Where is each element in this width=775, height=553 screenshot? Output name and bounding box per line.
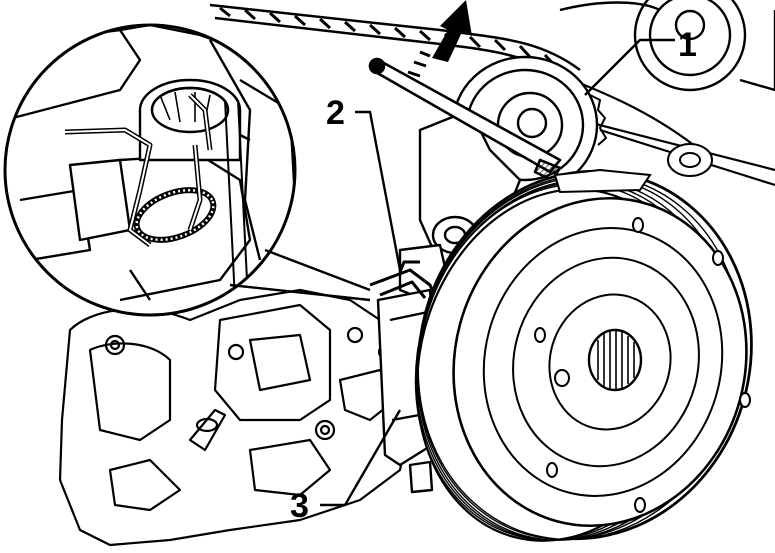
pulley-top-detail	[553, 143, 713, 194]
callout-3: 3	[290, 409, 402, 525]
crankshaft-pulley	[414, 169, 753, 542]
callout-1-label: 1	[678, 26, 697, 64]
engine-block	[58, 288, 412, 547]
locking-pin	[368, 57, 562, 182]
rotation-arrow-icon	[407, 0, 472, 78]
detail-inset	[3, 23, 371, 317]
callout-3-label: 3	[290, 487, 309, 525]
upper-pulley	[559, 0, 775, 92]
callout-2-label: 2	[326, 94, 345, 132]
callout-2: 2	[326, 94, 402, 271]
callout-1: 1	[584, 26, 697, 96]
